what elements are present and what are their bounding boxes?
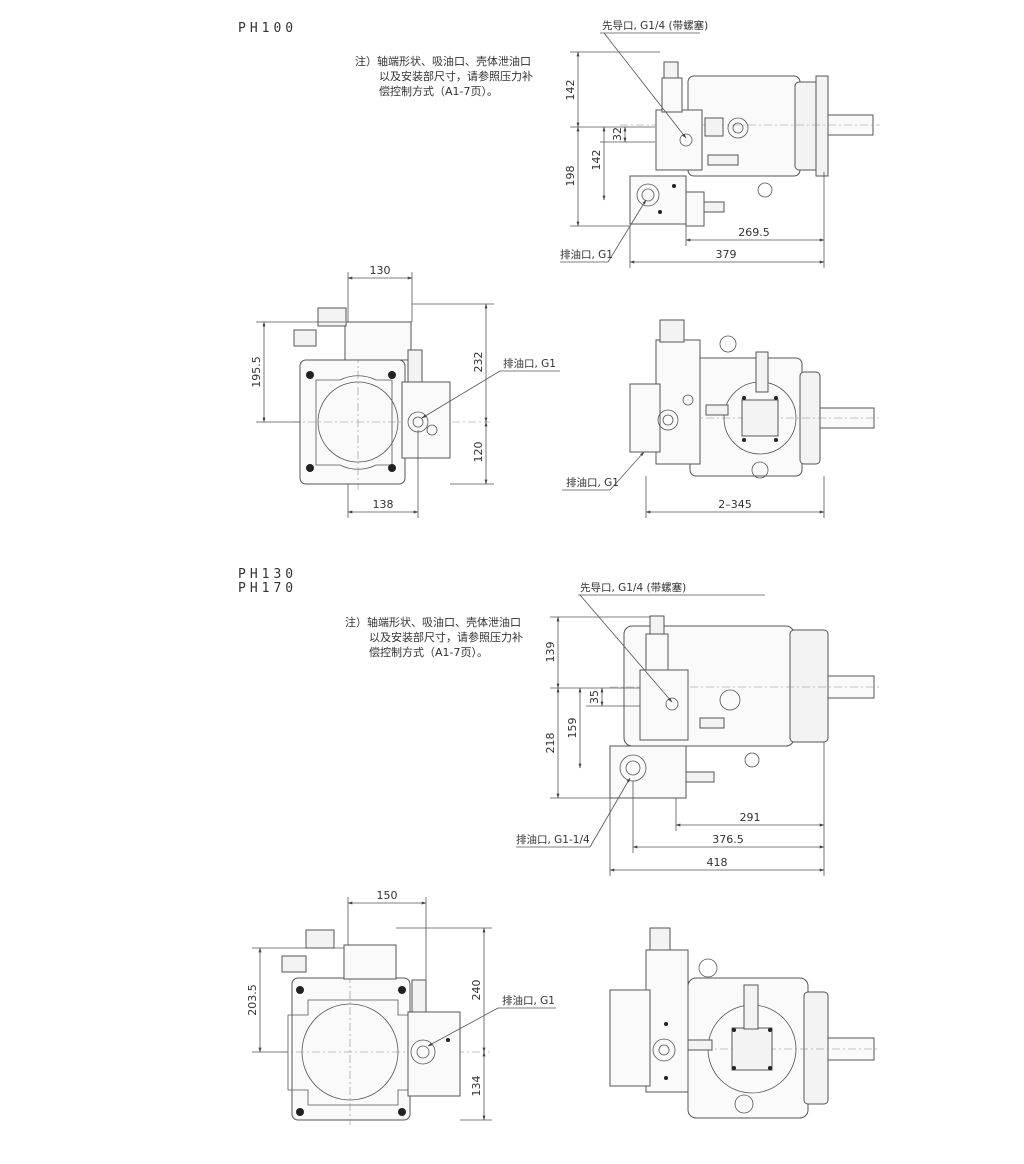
model-line: PH170 <box>238 581 298 596</box>
control-block <box>655 109 703 171</box>
ph100-side-view: 先导口, G1/4 (带螺塞) 排油口, G1 142 198 142 32 2… <box>560 19 880 268</box>
model-label-ph130-ph170: PH130 PH170 <box>238 568 297 596</box>
pilot-port-label-2: 先导口, G1/4 (带螺塞) <box>580 581 686 594</box>
pump-front-body-2 <box>291 977 411 1121</box>
discharge-block-front <box>401 381 451 459</box>
dim-379: 379 <box>716 248 737 261</box>
dim-203-5: 203.5 <box>246 984 259 1016</box>
dim-2-345: 2–345 <box>718 498 752 511</box>
dim-142: 142 <box>590 150 603 171</box>
discharge-port-label-2: 排油口, G1-1/4 <box>516 833 590 846</box>
control-block-2 <box>639 669 689 741</box>
dim-218: 218 <box>544 733 557 754</box>
ph130-top-view <box>609 927 880 1119</box>
dim-32: 32 <box>611 127 624 141</box>
note-line-1: 轴端形状、吸油口、壳体泄油口 <box>377 55 531 68</box>
dim-130: 130 <box>370 264 391 277</box>
pilot-plug <box>663 61 679 79</box>
dim-240: 240 <box>470 980 483 1001</box>
ph130-side-view: 先导口, G1/4 (带螺塞) 排油口, G1-1/4 139 218 159 … <box>516 581 880 876</box>
note-prefix: 注） <box>345 616 367 629</box>
pilot-port-label: 先导口, G1/4 (带螺塞) <box>602 19 708 32</box>
top-control-block-2 <box>645 949 689 1093</box>
dim-159: 159 <box>566 718 579 739</box>
top-discharge-label: 排油口, G1 <box>566 476 619 489</box>
discharge-block-front-2 <box>407 1011 461 1097</box>
dim-139: 139 <box>544 642 557 663</box>
top-discharge-block <box>629 383 661 453</box>
dim-35: 35 <box>588 690 601 704</box>
top-discharge-block-2 <box>609 989 651 1087</box>
dim-269-5: 269.5 <box>738 226 770 239</box>
dim-134: 134 <box>470 1076 483 1097</box>
ph130-front-view: 排油口, G1 150 203.5 240 134 <box>246 889 556 1125</box>
pilot-valve <box>661 77 683 113</box>
model-line: PH100 <box>238 21 298 36</box>
front-discharge-label: 排油口, G1 <box>503 357 556 370</box>
discharge-port-label: 排油口, G1 <box>560 248 613 261</box>
dim-142-top: 142 <box>564 80 577 101</box>
note-ph130: 注）轴端形状、吸油口、壳体泄油口 以及安装部尺寸，请参照压力补 偿控制方式（A1… <box>345 615 545 660</box>
ph100-top-view: 排油口, G1 2–345 <box>562 319 880 518</box>
dim-291: 291 <box>740 811 761 824</box>
dim-120: 120 <box>472 442 485 463</box>
note-line-2: 以及安装部尺寸，请参照压力补 <box>379 70 533 83</box>
model-label-ph100: PH100 <box>238 22 297 36</box>
mount-flange <box>815 75 829 177</box>
note-line-3: 偿控制方式（A1-7页）。 <box>369 646 488 659</box>
note-prefix: 注） <box>355 55 377 68</box>
top-control-block <box>655 339 701 465</box>
ph100-front-view: 排油口, G1 130 138 195.5 232 120 <box>250 264 560 518</box>
model-line: PH130 <box>238 567 298 582</box>
note-line-2: 以及安装部尺寸，请参照压力补 <box>369 631 523 644</box>
discharge-block-2 <box>609 745 687 799</box>
dim-195-5: 195.5 <box>250 356 263 388</box>
dim-418: 418 <box>707 856 728 869</box>
note-line-1: 轴端形状、吸油口、壳体泄油口 <box>367 616 521 629</box>
dim-198: 198 <box>564 166 577 187</box>
dim-232: 232 <box>472 352 485 373</box>
control-valve <box>344 321 412 361</box>
note-ph100: 注）轴端形状、吸油口、壳体泄油口 以及安装部尺寸，请参照压力补 偿控制方式（A1… <box>355 54 555 99</box>
note-line-3: 偿控制方式（A1-7页）。 <box>379 85 498 98</box>
front-discharge-label-2: 排油口, G1 <box>502 994 555 1007</box>
dim-138: 138 <box>373 498 394 511</box>
control-valve-2 <box>343 944 397 980</box>
dim-376-5: 376.5 <box>712 833 744 846</box>
dim-150: 150 <box>377 889 398 902</box>
